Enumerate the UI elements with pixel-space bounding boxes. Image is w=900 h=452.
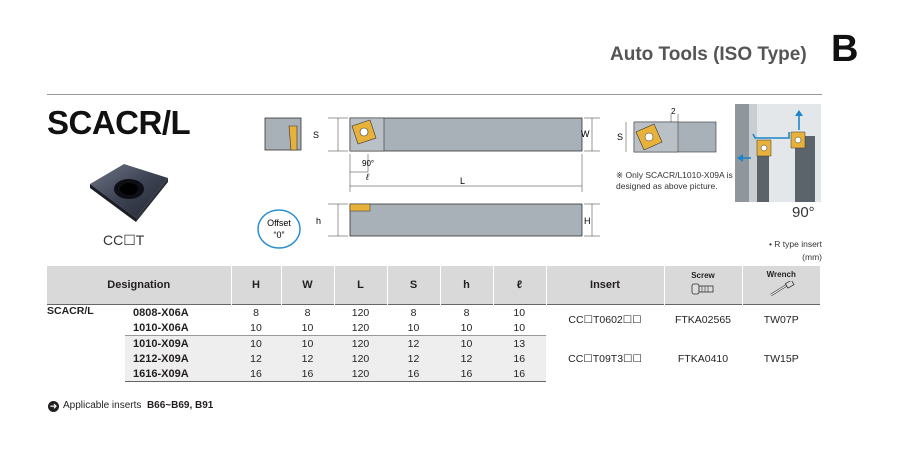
design-note: ※ Only SCACR/L1010-X09A is designed as a… bbox=[616, 170, 733, 191]
side-view-drawing: h H bbox=[316, 203, 600, 237]
header-title: Auto Tools (ISO Type) bbox=[610, 44, 807, 65]
spec-table: Designation H W L S h ℓ Insert Screw Wre… bbox=[47, 266, 820, 382]
dim-h-label: h bbox=[316, 216, 321, 226]
arrow-right-icon: ➜ bbox=[48, 401, 59, 412]
insert-cell: CC☐T0602☐☐ bbox=[545, 304, 664, 336]
application-image bbox=[735, 104, 821, 202]
col-ell: ℓ bbox=[493, 266, 547, 305]
applicable-inserts: ➜Applicable inserts B66~B69, B91 bbox=[48, 400, 214, 412]
col-small-h: h bbox=[440, 266, 494, 305]
top-view-drawing: S W 90° ℓ L bbox=[313, 117, 600, 192]
col-designation: Designation bbox=[47, 266, 232, 305]
col-l: L bbox=[334, 266, 388, 305]
screw-icon bbox=[691, 283, 714, 295]
approach-angle: 90° bbox=[792, 204, 815, 221]
series-label: SCACR/L bbox=[47, 304, 125, 382]
product-title: SCACR/L bbox=[47, 104, 191, 141]
dim-big-h-label: H bbox=[584, 216, 591, 226]
applicable-pages: B66~B69, B91 bbox=[146, 400, 214, 411]
col-wrench: Wrench bbox=[742, 266, 820, 305]
detail-view-drawing: 2 S bbox=[617, 107, 717, 153]
col-s: S bbox=[387, 266, 441, 305]
svg-text:Offset: Offset bbox=[267, 218, 291, 228]
wrench-icon bbox=[770, 279, 795, 297]
dim-s-label: S bbox=[313, 130, 319, 140]
col-insert: Insert bbox=[546, 266, 665, 305]
svg-text:S: S bbox=[617, 132, 623, 142]
angle-90-label: 90° bbox=[362, 159, 374, 168]
insert-type-label: CC☐T bbox=[103, 232, 145, 248]
header-divider bbox=[47, 94, 822, 95]
offset-badge: Offset “0” bbox=[257, 209, 301, 249]
insert-image bbox=[90, 164, 168, 222]
insert-cell: CC☐T09T3☐☐ bbox=[545, 335, 664, 382]
end-view-drawing bbox=[264, 117, 302, 151]
screw-cell: FTKA0410 bbox=[663, 335, 742, 382]
svg-text:“0”: “0” bbox=[274, 230, 285, 240]
wrench-cell: TW15P bbox=[741, 335, 820, 382]
dim-l-label: L bbox=[460, 176, 465, 186]
dim-2-label: 2 bbox=[671, 107, 676, 116]
screw-cell: FTKA02565 bbox=[663, 304, 742, 336]
col-h: H bbox=[231, 266, 282, 305]
rtype-note: • R type insert (mm) bbox=[768, 239, 822, 262]
dim-w-label: W bbox=[581, 129, 590, 139]
col-screw: Screw bbox=[664, 266, 743, 305]
wrench-cell: TW07P bbox=[741, 304, 820, 336]
section-letter: B bbox=[831, 28, 859, 70]
col-w: W bbox=[281, 266, 335, 305]
dim-ell-label: ℓ bbox=[365, 172, 369, 182]
